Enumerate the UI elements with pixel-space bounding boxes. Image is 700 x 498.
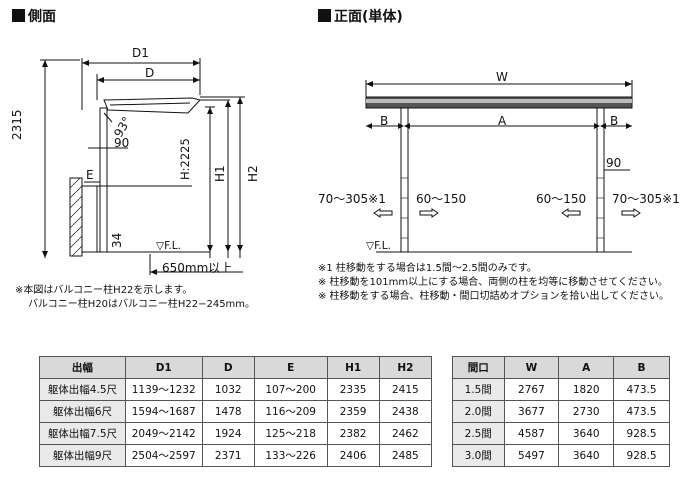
table-cell: 2049〜2142	[124, 422, 203, 445]
table-cell: 928.5	[613, 444, 670, 467]
table-cell: 2415	[378, 378, 433, 401]
table-cell: 1139〜1232	[124, 378, 203, 401]
table-cell: 107〜200	[253, 378, 328, 401]
table-cell: 2438	[378, 400, 433, 423]
table-header: H2	[378, 356, 433, 379]
table-cell: 躯体出幅9尺	[39, 444, 126, 467]
table-cell: 2382	[326, 422, 380, 445]
table-cell: 2.5間	[452, 422, 505, 445]
table-cell: 2.0間	[452, 400, 505, 423]
table-cell: 928.5	[613, 422, 670, 445]
table-cell: 1032	[201, 378, 255, 401]
width-table: 間口 W A B 1.5間 2767 1820 473.5 2.0間 3677 …	[452, 356, 670, 467]
label-34: 34	[110, 232, 124, 248]
table-cell: 2462	[378, 422, 433, 445]
table-row: 躯体出幅7.5尺 2049〜2142 1924 125〜218 2382 246…	[39, 422, 433, 445]
table-cell: 2335	[326, 378, 380, 401]
side-note-2: バルコニー柱H20はバルコニー柱H22−245mm。	[28, 299, 256, 310]
side-view-title: 側面	[12, 6, 56, 26]
label-w: W	[496, 70, 508, 84]
label-inner-left: 60〜150	[416, 192, 467, 206]
table-header: H1	[326, 356, 380, 379]
table-cell: 133〜226	[253, 444, 328, 467]
label-front-90: 90	[606, 156, 622, 170]
label-clearance: 650mm以上	[162, 261, 233, 275]
table-row: 1.5間 2767 1820 473.5	[452, 378, 670, 401]
label-side-fl: ▽F.L.	[156, 240, 181, 252]
table-cell: 1820	[558, 378, 615, 401]
front-view-title: 正面(単体)	[318, 6, 403, 26]
table-cell: 5497	[503, 444, 560, 467]
front-note-1: ※1 柱移動をする場合は1.5間〜2.5間のみです。	[318, 263, 537, 274]
table-cell: 1.5間	[452, 378, 505, 401]
table-row: 2.5間 4587 3640 928.5	[452, 422, 670, 445]
table-header: D1	[124, 356, 203, 379]
table-header-row: 出幅 D1 D E H1 H2	[39, 356, 433, 379]
label-e: E	[86, 168, 94, 182]
table-row: 躯体出幅9尺 2504〜2597 2371 133〜226 2406 2485	[39, 444, 433, 467]
label-inner-right: 60〜150	[536, 192, 587, 206]
table-header: 出幅	[39, 356, 126, 379]
table-cell: 2359	[326, 400, 380, 423]
front-note-2: ※ 柱移動を101mm以上にする場合、両側の柱を均等に移動させてください。	[318, 277, 668, 288]
label-h2: H2	[246, 165, 260, 182]
label-d1: D1	[132, 46, 149, 60]
table-cell: 1594〜1687	[124, 400, 203, 423]
label-front-fl: ▽F.L.	[366, 240, 391, 252]
table-header: E	[253, 356, 328, 379]
depth-table: 出幅 D1 D E H1 H2 躯体出幅4.5尺 1139〜1232 1032 …	[39, 356, 433, 467]
table-cell: 473.5	[613, 378, 670, 401]
square-bullet-icon	[12, 9, 25, 22]
table-cell: 473.5	[613, 400, 670, 423]
label-left-range: 70〜305※1	[318, 192, 386, 206]
table-cell: 1478	[201, 400, 255, 423]
table-cell: 躯体出幅4.5尺	[39, 378, 126, 401]
front-note-3: ※ 柱移動をする場合、柱移動・間口切詰めオプションを拾い出してください。	[318, 291, 669, 302]
table-cell: 3.0間	[452, 444, 505, 467]
table-cell: 2504〜2597	[124, 444, 203, 467]
table-cell: 2767	[503, 378, 560, 401]
table-header: B	[613, 356, 670, 379]
table-header: A	[558, 356, 615, 379]
table-cell: 躯体出幅6尺	[39, 400, 126, 423]
table-cell: 3677	[503, 400, 560, 423]
table-cell: 躯体出幅7.5尺	[39, 422, 126, 445]
table-cell: 116〜209	[253, 400, 328, 423]
table-row: 躯体出幅6尺 1594〜1687 1478 116〜209 2359 2438	[39, 400, 433, 423]
table-row: 2.0間 3677 2730 473.5	[452, 400, 670, 423]
label-d: D	[145, 66, 155, 80]
table-cell: 2730	[558, 400, 615, 423]
table-cell: 2406	[326, 444, 380, 467]
table-cell: 3640	[558, 422, 615, 445]
label-side-90: 90	[114, 136, 130, 150]
table-header: W	[503, 356, 560, 379]
table-header: 間口	[452, 356, 505, 379]
label-2315: 2315	[10, 109, 24, 140]
label-b-right: B	[610, 114, 619, 128]
drawings	[40, 58, 641, 275]
table-cell: 4587	[503, 422, 560, 445]
table-cell: 2485	[378, 444, 433, 467]
side-note-1: ※本図はバルコニー柱H22を示します。	[15, 285, 193, 296]
table-cell: 1924	[201, 422, 255, 445]
table-row: 3.0間 5497 3640 928.5	[452, 444, 670, 467]
square-bullet-icon	[318, 9, 331, 22]
label-b-left: B	[380, 114, 389, 128]
table-cell: 2371	[201, 444, 255, 467]
label-h2225: H:2225	[178, 138, 192, 180]
table-cell: 125〜218	[253, 422, 328, 445]
label-h1: H1	[213, 165, 227, 182]
label-right-range: 70〜305※1	[612, 192, 680, 206]
label-a: A	[498, 114, 507, 128]
table-header: D	[201, 356, 255, 379]
table-row: 躯体出幅4.5尺 1139〜1232 1032 107〜200 2335 241…	[39, 378, 433, 401]
table-header-row: 間口 W A B	[452, 356, 670, 379]
table-cell: 3640	[558, 444, 615, 467]
